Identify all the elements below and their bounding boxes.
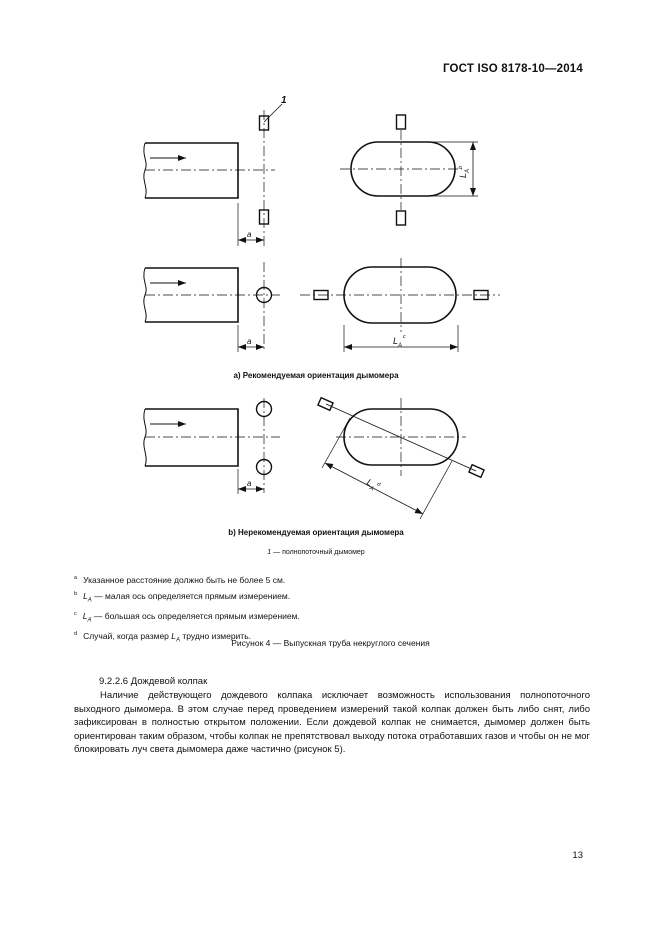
svg-text:c: c [403, 334, 406, 340]
section-paragraph: Наличие действующего дождевого колпака и… [74, 690, 590, 755]
document-header: ГОСТ ISO 8178-10—2014 [442, 63, 583, 75]
smokemeter-side-view-1 [237, 103, 283, 248]
dimension-label-lc: L A c [393, 334, 406, 349]
dimension-label-lb: L A b [458, 166, 471, 178]
pipe-side-view-1 [143, 142, 275, 199]
smokemeter-side-view-2 [237, 262, 273, 352]
page-number: 13 [572, 850, 583, 861]
figure-legend: 1 — полнопоточный дымомер [267, 549, 365, 556]
svg-text:d: d [376, 481, 382, 488]
smokemeter-side-view-3 [237, 398, 273, 494]
dimension-label-a-2: a [247, 337, 252, 346]
dimension-label-ld: L A d [365, 477, 382, 493]
pipe-side-view-3 [143, 408, 280, 467]
svg-text:L: L [365, 477, 374, 488]
section-heading: 9.2.2.6 Дождевой колпак [99, 676, 208, 687]
svg-text:A: A [465, 169, 471, 174]
dimension-label-a-1: a [247, 230, 252, 239]
dimension-label-a-3: a [247, 479, 252, 488]
svg-text:A: A [397, 343, 402, 349]
subfigure-caption-a: а) Рекомендуемая ориентация дымомера [233, 371, 399, 380]
figure-4-drawing: 1 a a a L A b L A c L A d [143, 95, 500, 520]
oval-pipe-end-view-1 [340, 114, 478, 226]
svg-text:A: A [367, 485, 374, 493]
svg-text:L: L [458, 173, 468, 178]
oval-pipe-tilted-view [317, 396, 485, 520]
subfigure-caption-b: b) Нерекомендуемая ориентация дымомера [228, 528, 404, 537]
svg-text:b: b [458, 166, 464, 169]
svg-text:L: L [393, 336, 398, 346]
figure-caption: Рисунок 4 — Выпускная труба некруглого с… [231, 638, 430, 648]
oval-pipe-end-view-2 [300, 258, 500, 352]
pipe-side-view-2 [143, 267, 280, 323]
callout-1: 1 [281, 95, 287, 106]
